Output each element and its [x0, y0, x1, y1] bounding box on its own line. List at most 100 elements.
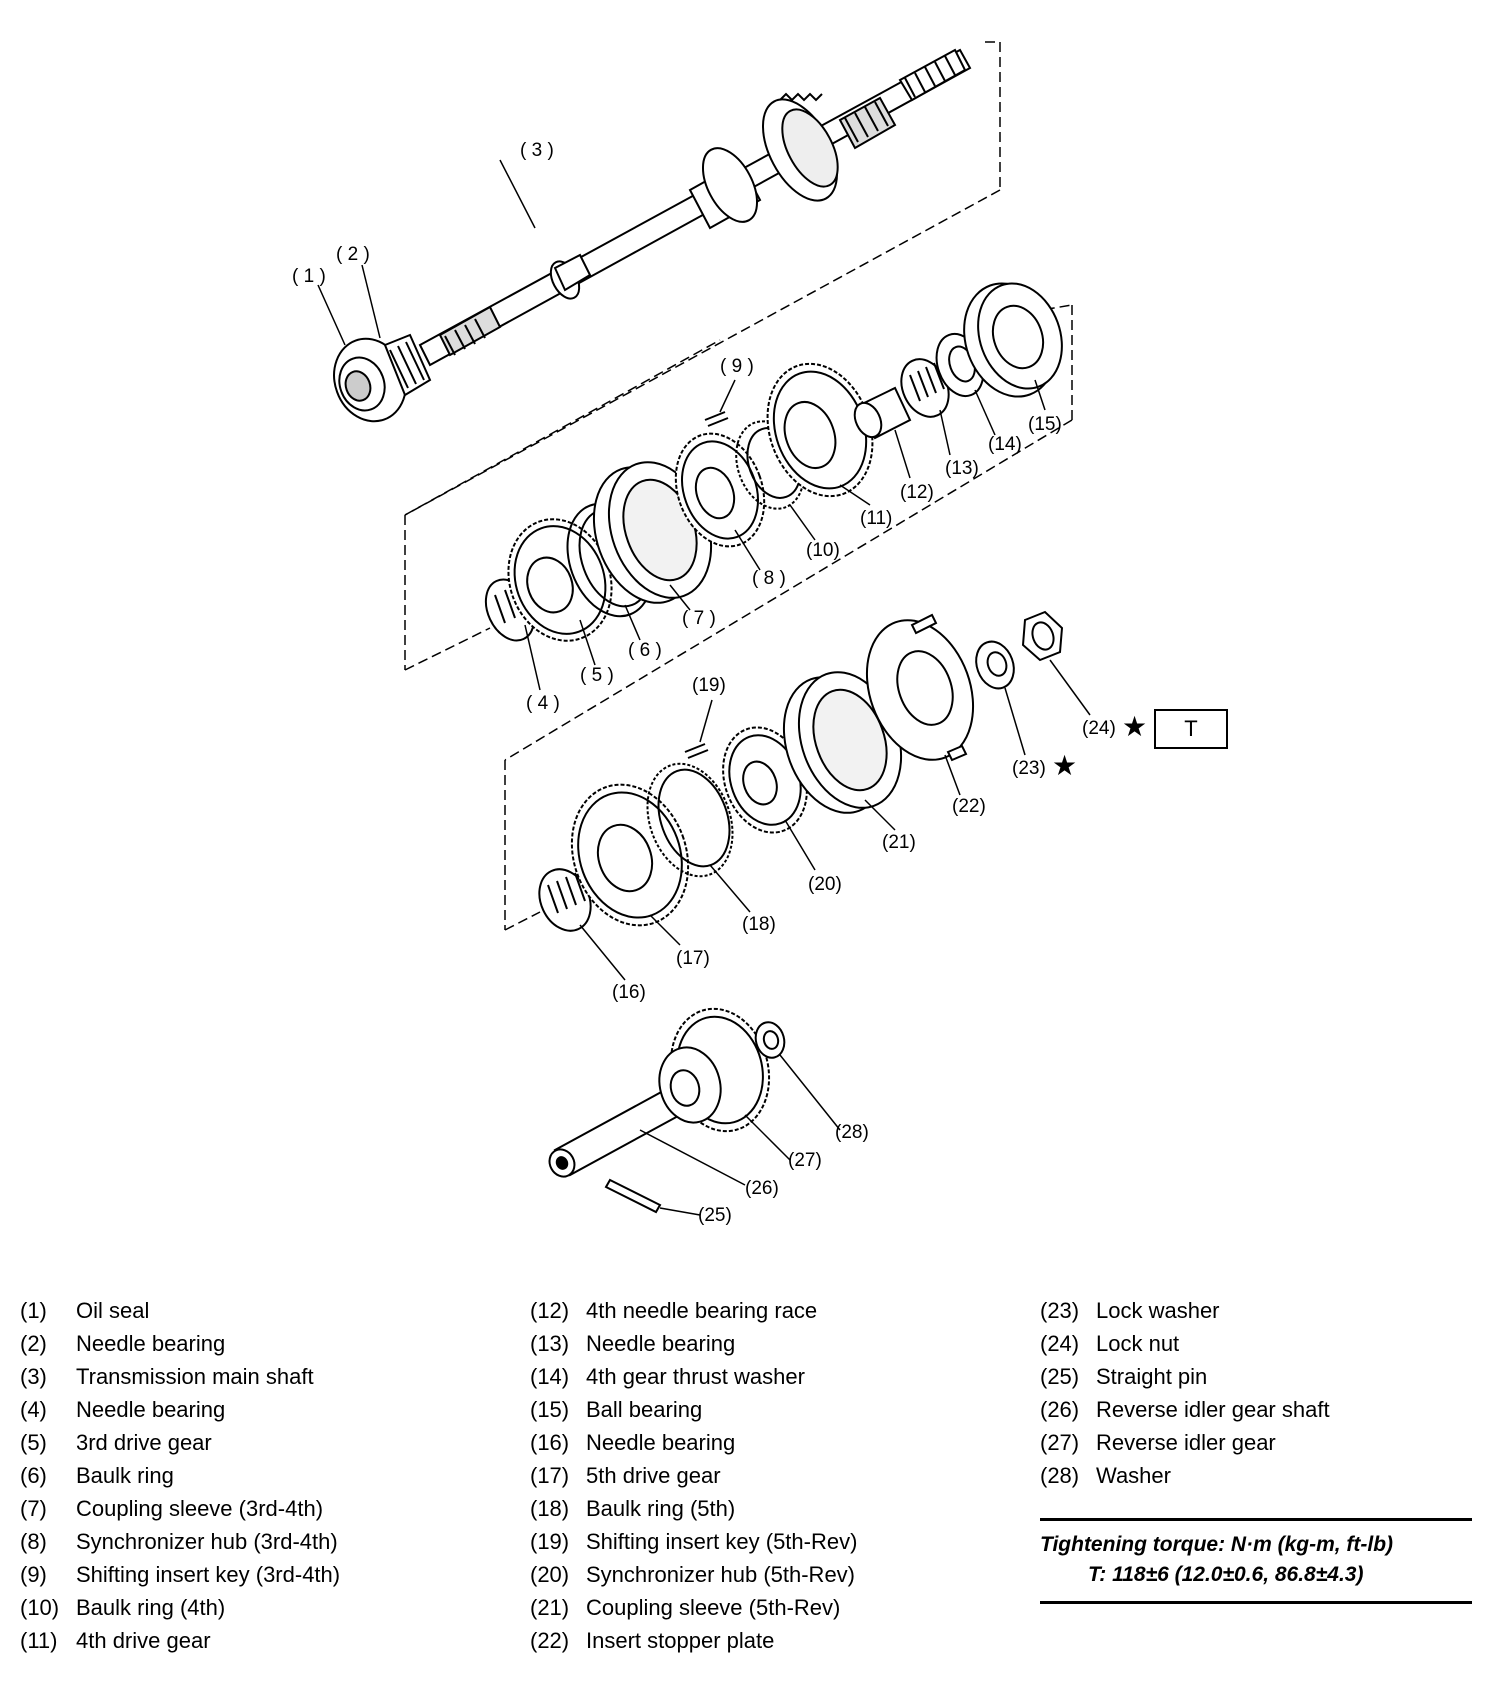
- legend-number: (25): [1040, 1364, 1080, 1389]
- legend-label: Lock washer: [1096, 1298, 1220, 1323]
- ball-bearing: [963, 282, 1063, 411]
- callout-2: ( 2 ): [336, 244, 370, 265]
- legend-item: (12) 4th needle bearing race: [530, 1298, 817, 1324]
- legend-label: Synchronizer hub (5th-Rev): [586, 1562, 856, 1587]
- legend-number: (14): [530, 1364, 570, 1389]
- legend-item: (23) Lock washer: [1040, 1298, 1220, 1324]
- legend-label: Baulk ring (5th): [586, 1496, 736, 1521]
- shaft-alignment-box: [404, 41, 1001, 516]
- legend-label: Needle bearing: [76, 1331, 226, 1356]
- legend-item: (15) Ball bearing: [530, 1397, 702, 1423]
- legend-number: (1): [20, 1298, 47, 1323]
- legend-label: Synchronizer hub (3rd-4th): [76, 1529, 338, 1554]
- insert-stopper-plate: [865, 613, 975, 796]
- legend-item: (9)Shifting insert key (3rd-4th): [20, 1562, 340, 1588]
- callout-10: (10): [806, 540, 840, 561]
- legend-item: (1) Oil seal: [20, 1298, 149, 1324]
- legend-label: 5th drive gear: [586, 1463, 721, 1488]
- callout-28: (28): [835, 1122, 869, 1143]
- callout-25: (25): [698, 1205, 732, 1226]
- callout-8: ( 8 ): [752, 568, 786, 589]
- baulk-ring-5th: [646, 762, 751, 913]
- fifth-drive-gear: [570, 783, 690, 946]
- legend-label: Lock nut: [1096, 1331, 1180, 1356]
- exploded-view-drawing: [317, 41, 1091, 1216]
- legend-item: (19)Shifting insert key (5th-Rev): [530, 1529, 857, 1555]
- legend-label: 3rd drive gear: [76, 1430, 212, 1455]
- callout-13: (13): [945, 458, 979, 479]
- legend-item: (8) Synchronizer hub (3rd-4th): [20, 1529, 338, 1555]
- legend-item: (2)Needle bearing: [20, 1331, 225, 1357]
- legend-item: (11) 4th drive gear: [20, 1628, 211, 1654]
- legend-number: (4): [20, 1397, 47, 1422]
- shifting-insert-key-3rd-4th: [704, 379, 736, 427]
- legend-label: Washer: [1096, 1463, 1171, 1488]
- legend-label: Insert stopper plate: [586, 1628, 775, 1653]
- callout-20: (20): [808, 874, 842, 895]
- legend-label: Baulk ring: [76, 1463, 174, 1488]
- legend-label: Oil seal: [76, 1298, 150, 1323]
- legend-number: (19): [530, 1529, 570, 1554]
- legend-label: Needle bearing: [76, 1397, 226, 1422]
- legend-item: (14)4th gear thrust washer: [530, 1364, 805, 1390]
- legend-item: (3) Transmission main shaft: [20, 1364, 314, 1390]
- legend-number: (10): [20, 1595, 60, 1620]
- legend-number: (15): [530, 1397, 570, 1422]
- legend-item: (26)Reverse idler gear shaft: [1040, 1397, 1330, 1423]
- callout-21: (21): [882, 832, 916, 853]
- legend-item: (17) 5th drive gear: [530, 1463, 721, 1489]
- legend-label: Baulk ring (4th): [76, 1595, 226, 1620]
- third-drive-gear: [507, 518, 613, 666]
- callout-22: (22): [952, 796, 986, 817]
- transmission-main-shaft: [418, 48, 972, 367]
- legend-number: (18): [530, 1496, 570, 1521]
- oil-seal-and-needle-bearing: [317, 264, 432, 423]
- callout-12: (12): [900, 482, 934, 503]
- needle-bearing-race-4th: [853, 386, 912, 479]
- legend-number: (21): [530, 1595, 570, 1620]
- callout-4: ( 4 ): [526, 693, 560, 714]
- shifting-insert-key-5th-rev: [684, 699, 713, 759]
- coupling-sleeve-3rd-4th: [592, 461, 713, 611]
- legend-number: (8): [20, 1529, 47, 1554]
- legend-item: (20) Synchronizer hub (5th-Rev): [530, 1562, 855, 1588]
- legend-label: 4th drive gear: [76, 1628, 211, 1653]
- legend-label: Ball bearing: [586, 1397, 703, 1422]
- reverse-idler-assembly: [548, 1007, 841, 1216]
- torque-value: T: 118±6 (12.0±0.6, 86.8±4.3): [1088, 1563, 1364, 1586]
- legend-item: (24) Lock nut: [1040, 1331, 1179, 1357]
- legend-item: (16)Needle bearing: [530, 1430, 735, 1456]
- callout-5: ( 5 ): [580, 665, 614, 686]
- legend-number: (23): [1040, 1298, 1080, 1323]
- star-icon: ★: [1122, 711, 1148, 742]
- legend-number: (20): [530, 1562, 570, 1587]
- legend-number: (17): [530, 1463, 570, 1488]
- synchronizer-hub-5th-rev: [722, 726, 816, 871]
- legend-number: (28): [1040, 1463, 1080, 1488]
- callout-11: (11): [860, 508, 893, 529]
- legend-label: 4th needle bearing race: [586, 1298, 818, 1323]
- needle-bearing-13: [900, 358, 951, 456]
- lock-nut: [1021, 610, 1091, 716]
- legend-label: Needle bearing: [586, 1331, 736, 1356]
- legend-item: (4) Needle bearing: [20, 1397, 225, 1423]
- legend-label: Transmission main shaft: [76, 1364, 314, 1389]
- legend-label: Reverse idler gear: [1096, 1430, 1276, 1455]
- torque-spec-box: Tightening torque: N·m (kg-m, ft-lb) T: …: [1040, 1518, 1472, 1604]
- torque-heading: Tightening torque: N·m (kg-m, ft-lb): [1040, 1533, 1394, 1556]
- callout-27: (27): [788, 1150, 822, 1171]
- legend-number: (3): [20, 1364, 47, 1389]
- callout-26: (26): [745, 1178, 779, 1199]
- legend-number: (7): [20, 1496, 47, 1521]
- callout-23: (23): [1012, 758, 1046, 779]
- legend-number: (24): [1040, 1331, 1080, 1356]
- legend-item: (22)Insert stopper plate: [530, 1628, 774, 1654]
- callout-18: (18): [742, 914, 776, 935]
- legend-number: (11): [20, 1628, 58, 1653]
- legend-item: (13) Needle bearing: [530, 1331, 735, 1357]
- fifth-gear-alignment-box: [504, 760, 541, 931]
- callout-9: ( 9 ): [720, 356, 754, 377]
- legend-number: (12): [530, 1298, 570, 1323]
- legend-number: (13): [530, 1331, 570, 1356]
- legend-item: (5)3rd drive gear: [20, 1430, 212, 1456]
